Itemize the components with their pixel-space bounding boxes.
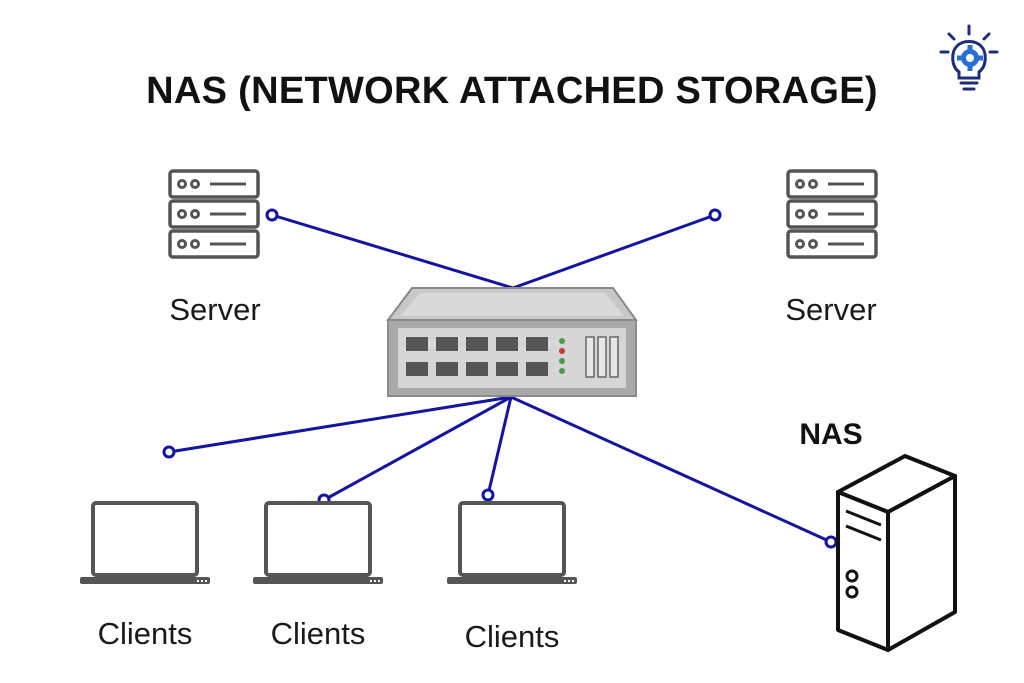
nas-label: NAS [799,418,863,451]
laptop-1-icon [80,501,210,584]
server-right-icon [786,169,878,259]
nas-tower-icon [836,454,957,652]
network-switch-icon [386,287,638,397]
laptop-3-icon [447,501,577,584]
connection-lines [168,213,832,544]
page-title: NAS (NETWORK ATTACHED STORAGE) [146,70,878,112]
client-2-label: Clients [270,616,366,651]
laptop-2-icon [253,501,383,584]
client-3-label: Clients [464,619,560,654]
server-left-icon [168,169,260,259]
server-left-label: Server [169,292,261,327]
client-1-label: Clients [97,616,193,651]
lightbulb-gear-icon [939,24,999,91]
server-right-label: Server [785,292,877,327]
